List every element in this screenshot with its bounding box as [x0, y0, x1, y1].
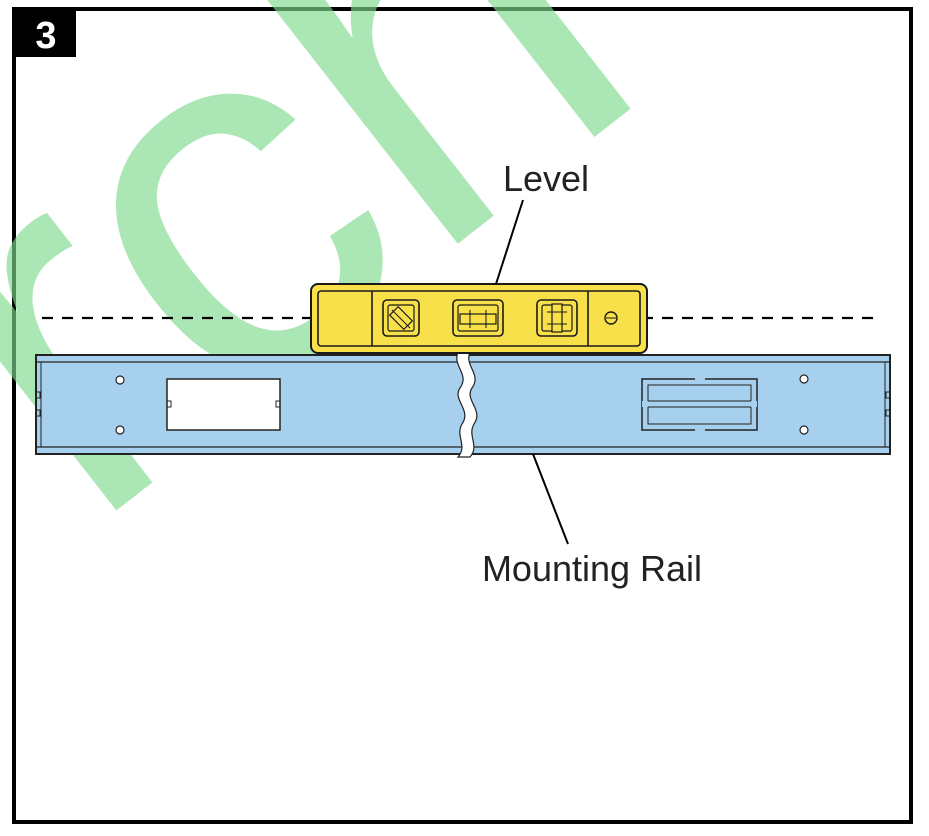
rail-hole — [115, 425, 125, 435]
rail-break-line — [456, 351, 478, 458]
rail-hole — [799, 425, 809, 435]
mounting-rail — [35, 351, 891, 458]
bubble-vial-icon — [536, 299, 578, 337]
step-number: 3 — [35, 15, 56, 57]
rail-hole — [115, 375, 125, 385]
bubble-vial-icon — [452, 299, 504, 337]
rail-knockout — [641, 376, 758, 433]
step-number-badge: 3 — [14, 9, 76, 57]
bubble-vial-icon — [382, 299, 420, 337]
level-tool-icon — [310, 283, 648, 354]
rail-leader-line — [532, 453, 569, 545]
rail-cutout — [166, 378, 281, 431]
level-label: Level — [503, 158, 589, 199]
rail-label: Mounting Rail — [482, 548, 702, 589]
level-leader-line — [495, 199, 524, 285]
rail-hole — [799, 374, 809, 384]
